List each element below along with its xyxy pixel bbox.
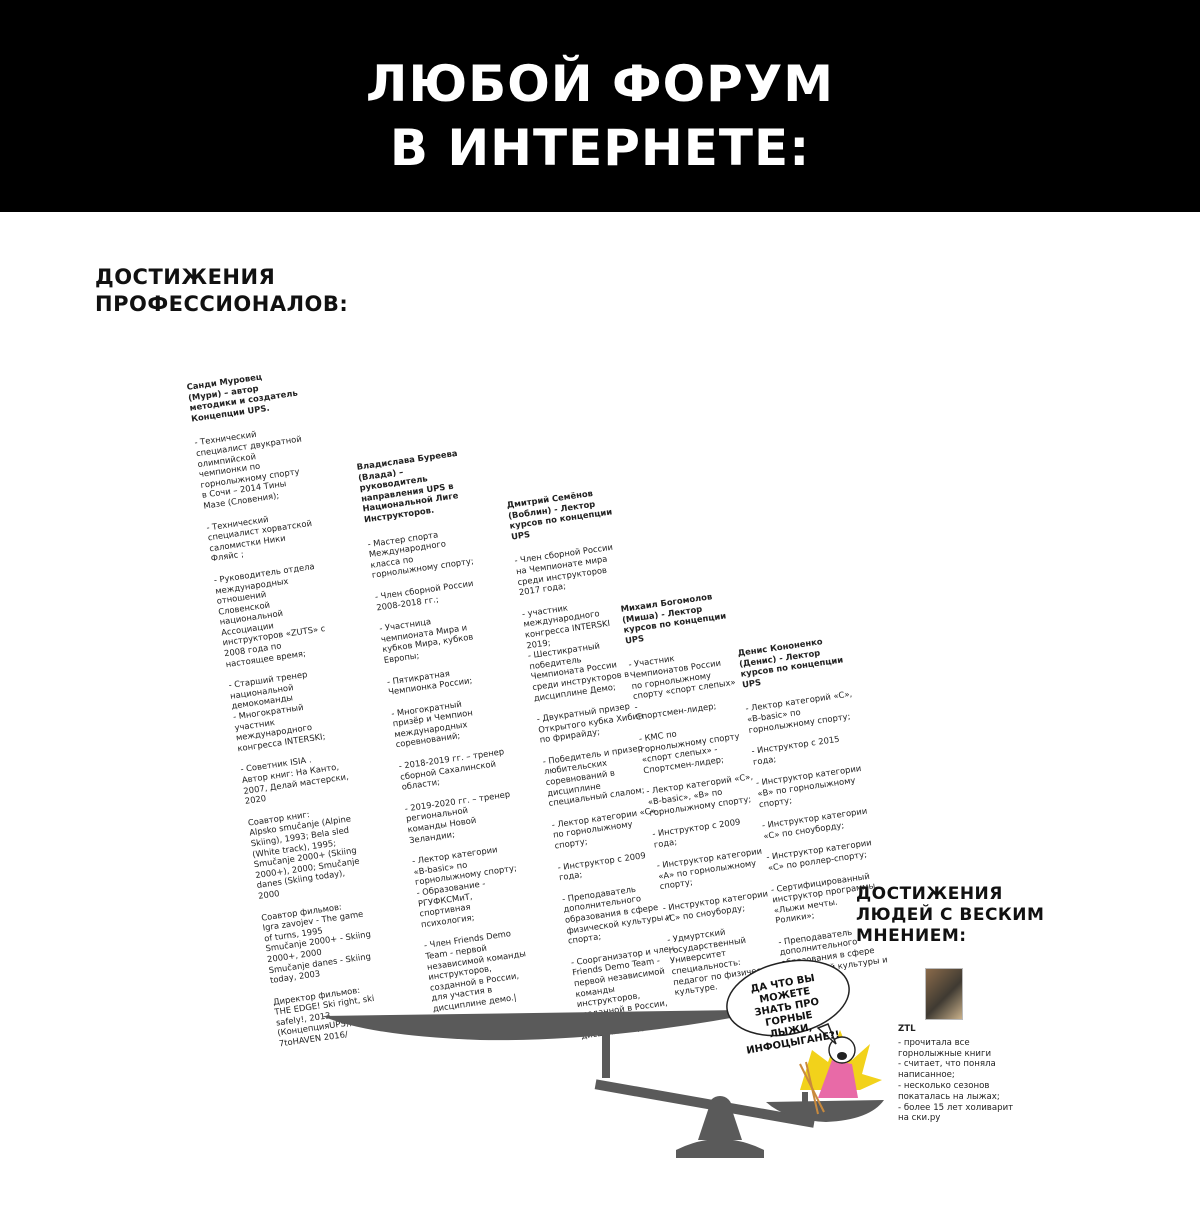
speech-bubble: [726, 959, 850, 1045]
people-title: ДОСТИЖЕНИЯ ЛЮДЕЙ С ВЕСКИМ МНЕНИЕМ:: [856, 884, 1044, 947]
all-the-things-character: [799, 1030, 882, 1115]
right-pan: [766, 1100, 884, 1122]
people-title-line-2: ЛЮДЕЙ С ВЕСКИМ: [856, 905, 1045, 925]
people-title-line-3: МНЕНИЕМ:: [856, 926, 967, 946]
ztl-nickname: ZTL: [898, 1024, 916, 1034]
ztl-achievement: - считает, что поняла написанное;: [898, 1059, 996, 1081]
ztl-list: - прочитала все горнолыжные книги- счита…: [898, 1038, 1018, 1124]
ztl-avatar: [925, 968, 963, 1020]
scale-post: [698, 1110, 742, 1140]
ztl-achievements: ZTL - прочитала все горнолыжные книги- с…: [898, 1024, 1018, 1124]
pros-title: ДОСТИЖЕНИЯ ПРОФЕССИОНАЛОВ:: [95, 264, 348, 318]
header-line-2: В ИНТЕРНЕТЕ:: [389, 119, 811, 177]
header-banner: ЛЮБОЙ ФОРУМ В ИНТЕРНЕТЕ:: [0, 0, 1200, 212]
scale-base: [676, 1139, 764, 1158]
beam: [594, 1079, 816, 1128]
ztl-achievement: - прочитала все горнолыжные книги: [898, 1037, 992, 1059]
left-pan: [322, 1010, 742, 1041]
pros-title-line-1: ДОСТИЖЕНИЯ: [95, 265, 276, 289]
ztl-achievement: - несколько сезонов покаталась на лыжах;: [898, 1080, 1000, 1102]
ztl-achievement: - более 15 лет холиварит на ски.ру: [898, 1102, 1014, 1124]
pros-title-line-2: ПРОФЕССИОНАЛОВ:: [95, 292, 349, 316]
header-line-1: ЛЮБОЙ ФОРУМ: [365, 55, 835, 113]
people-title-line-1: ДОСТИЖЕНИЯ: [856, 884, 1003, 904]
left-pan-stem: [602, 1034, 610, 1078]
